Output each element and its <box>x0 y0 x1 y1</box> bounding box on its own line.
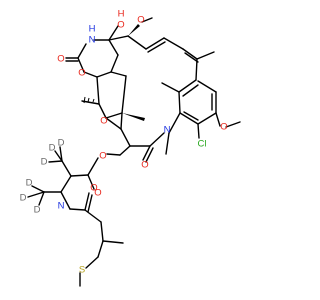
atom-label-o-aryl-ether: O <box>220 122 227 133</box>
atom-label-h-carbamate: H <box>89 24 96 35</box>
atom-label-cl: Cl <box>198 139 207 150</box>
atom-label-o-methoxy-top: O <box>137 15 144 26</box>
molecule-diagram: N H O H O O O O O Cl N O O O N O S D D D… <box>20 9 241 287</box>
atom-label-o-ester: O <box>99 151 106 162</box>
atom-label-o-ring: O <box>78 68 85 79</box>
atom-label-n-carbamate: N <box>89 35 96 46</box>
atom-label-o-carbonyl-1: O <box>57 54 64 65</box>
atom-label-d-2: D <box>41 157 48 168</box>
atom-label-h-hydroxyl: H <box>118 9 125 20</box>
atom-label-o-epoxide: O <box>100 116 107 127</box>
atom-label-d-1: D <box>49 143 56 154</box>
atom-label-o-carbonyl-3: O <box>94 188 101 199</box>
label-layer: N H O H O O O O O Cl N O O O N O S D D D… <box>20 9 228 276</box>
bond-layer <box>27 17 241 287</box>
atom-label-n-amide: N <box>164 125 171 136</box>
atom-label-s: S <box>79 265 85 276</box>
atom-label-d-3: D <box>58 138 65 149</box>
atom-label-n-side: N <box>58 201 65 212</box>
atom-label-o-hydroxyl: O <box>117 20 124 31</box>
atom-label-d-6: D <box>34 205 41 216</box>
atom-label-o-carbonyl-2: O <box>141 160 148 171</box>
atom-label-o-carbonyl-4: O <box>90 183 97 194</box>
atom-label-d-5: D <box>20 193 27 204</box>
structure-svg: N H O H O O O O O Cl N O O O N O S D D D… <box>20 9 241 287</box>
atom-label-d-4: D <box>26 178 33 189</box>
